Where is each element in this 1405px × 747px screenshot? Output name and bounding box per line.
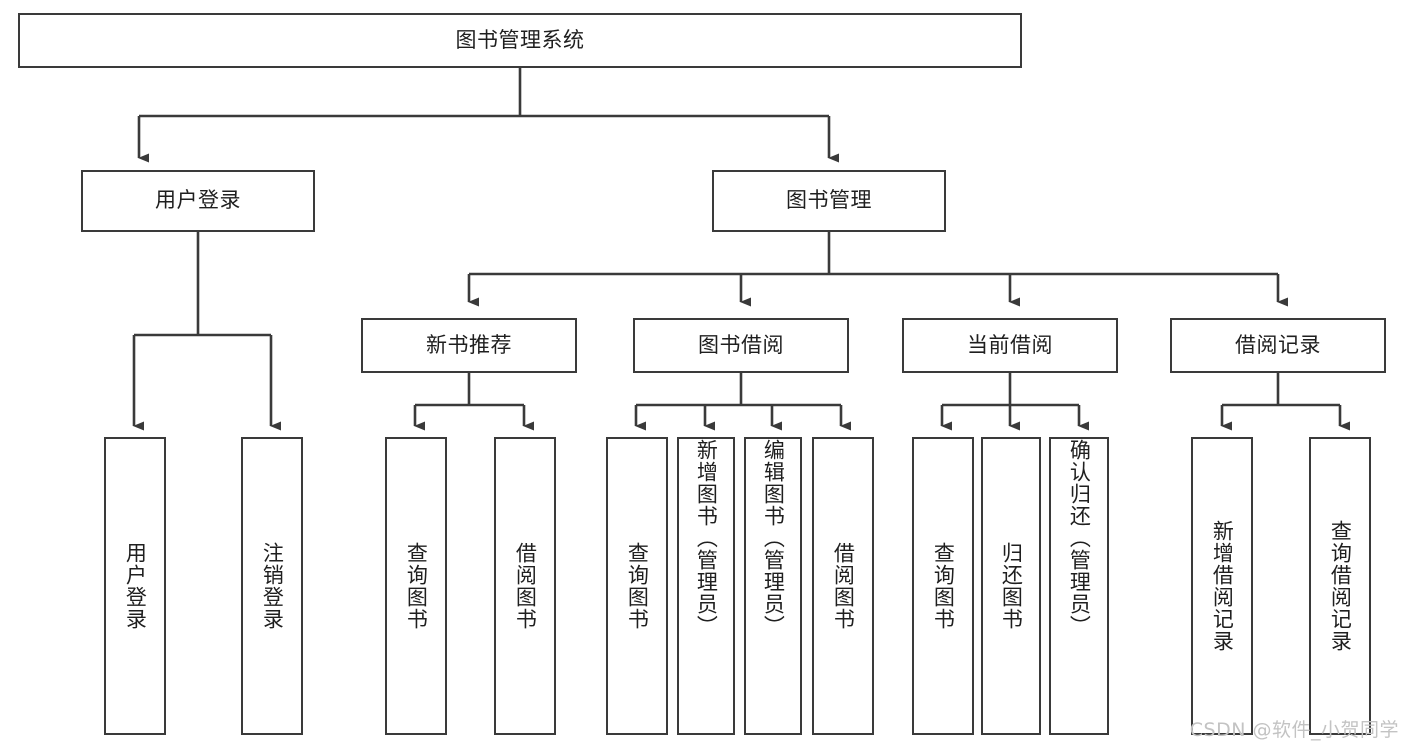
leaf-bb-borrow-book-label: 借阅图书: [831, 542, 856, 630]
leaf-cb-return-book[interactable]: 归还图书: [981, 437, 1041, 735]
leaf-cb-confirm-return[interactable]: 确认归还（管理员）: [1049, 437, 1109, 735]
node-borrow-record[interactable]: 借阅记录: [1170, 318, 1386, 373]
node-current-borrow-label: 当前借阅: [967, 332, 1053, 357]
leaf-bb-add-book[interactable]: 新增图书（管理员）: [677, 437, 735, 735]
node-book-borrow-label: 图书借阅: [698, 332, 784, 357]
leaf-cb-query-book-label: 查询图书: [931, 542, 956, 630]
leaf-cb-return-book-label: 归还图书: [999, 542, 1024, 630]
node-user-login[interactable]: 用户登录: [81, 170, 315, 232]
leaf-bb-add-book-label: 新增图书（管理员）: [694, 439, 719, 637]
leaf-logout[interactable]: 注销登录: [241, 437, 303, 735]
node-new-book-recommend-label: 新书推荐: [426, 332, 512, 357]
leaf-cb-confirm-return-label: 确认归还（管理员）: [1067, 439, 1092, 637]
leaf-user-login[interactable]: 用户登录: [104, 437, 166, 735]
leaf-cb-query-book[interactable]: 查询图书: [912, 437, 974, 735]
leaf-logout-label: 注销登录: [260, 542, 285, 630]
leaf-bb-query-book[interactable]: 查询图书: [606, 437, 668, 735]
node-new-book-recommend[interactable]: 新书推荐: [361, 318, 577, 373]
leaf-br-add-record-label: 新增借阅记录: [1210, 520, 1235, 652]
leaf-nb-query-book[interactable]: 查询图书: [385, 437, 447, 735]
leaf-nb-query-book-label: 查询图书: [404, 542, 429, 630]
leaf-user-login-label: 用户登录: [123, 542, 148, 630]
leaf-bb-query-book-label: 查询图书: [625, 542, 650, 630]
node-borrow-record-label: 借阅记录: [1235, 332, 1321, 357]
node-root[interactable]: 图书管理系统: [18, 13, 1022, 68]
leaf-nb-borrow-book[interactable]: 借阅图书: [494, 437, 556, 735]
node-user-login-label: 用户登录: [155, 188, 241, 213]
node-current-borrow[interactable]: 当前借阅: [902, 318, 1118, 373]
node-root-label: 图书管理系统: [455, 27, 585, 52]
node-book-manage[interactable]: 图书管理: [712, 170, 946, 232]
node-book-borrow[interactable]: 图书借阅: [633, 318, 849, 373]
leaf-br-query-record[interactable]: 查询借阅记录: [1309, 437, 1371, 735]
leaf-br-query-record-label: 查询借阅记录: [1328, 520, 1353, 652]
leaf-br-add-record[interactable]: 新增借阅记录: [1191, 437, 1253, 735]
node-book-manage-label: 图书管理: [786, 188, 872, 213]
leaf-bb-edit-book[interactable]: 编辑图书（管理员）: [744, 437, 802, 735]
leaf-bb-edit-book-label: 编辑图书（管理员）: [761, 439, 786, 637]
leaf-nb-borrow-book-label: 借阅图书: [513, 542, 538, 630]
leaf-bb-borrow-book[interactable]: 借阅图书: [812, 437, 874, 735]
